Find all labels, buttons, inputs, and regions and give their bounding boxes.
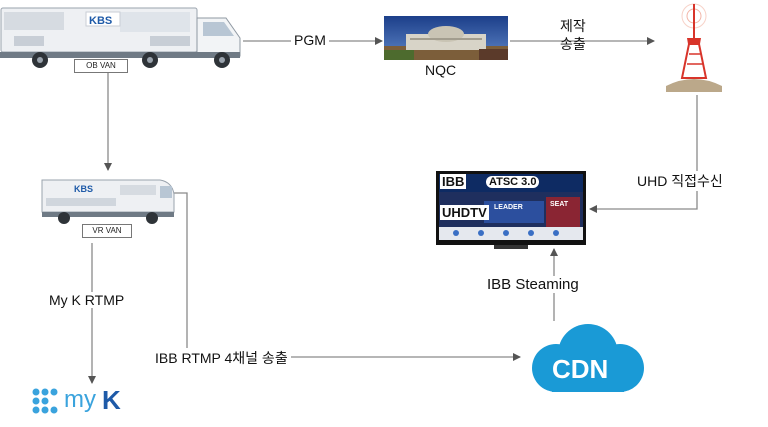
cdn-node: CDN	[522, 322, 652, 400]
myk-logo: my K	[30, 384, 140, 418]
tv-uhdtv-badge: UHDTV	[440, 205, 489, 220]
ob-van-logo: KBS	[89, 15, 113, 27]
tv-ibb-badge: IBB	[440, 174, 467, 189]
edge-ibb-rtmp	[172, 192, 521, 361]
nqc-node	[384, 16, 508, 60]
tv-atsc-badge: ATSC 3.0	[486, 176, 540, 188]
nqc-building-icon	[384, 16, 508, 60]
ob-van-truck-icon	[0, 7, 241, 68]
transmission-tower-icon	[666, 3, 722, 92]
vr-van-tag: VR VAN	[82, 224, 132, 238]
edge-uhd-direct	[589, 95, 698, 213]
nqc-label: NQC	[425, 62, 457, 78]
ibb-rtmp-label: IBB RTMP 4채널 송출	[152, 348, 291, 368]
myk-text-my: my	[64, 386, 96, 413]
ibb-streaming-label: IBB Steaming	[484, 276, 582, 293]
myk-text-k: K	[102, 385, 121, 415]
uhdtv-node: IBB ATSC 3.0 LEADER SEAT UHDTV	[436, 171, 586, 251]
tv-leader-text: LEADER	[494, 204, 523, 211]
vr-van-truck-icon	[41, 179, 175, 224]
ob-van: KBS OB VAN	[0, 2, 245, 74]
uhd-direct-label: UHD 직접수신	[634, 171, 726, 191]
cdn-label: CDN	[552, 354, 609, 384]
pgm-label: PGM	[291, 32, 329, 48]
cloud-icon	[532, 324, 644, 392]
produce-label-2: 송출	[560, 36, 586, 52]
tower-node	[656, 2, 728, 96]
produce-label-1: 제작	[560, 18, 586, 34]
vr-van-logo: KBS	[74, 184, 94, 194]
myk-rtmp-label: My K RTMP	[46, 292, 128, 308]
myk-dots-icon	[32, 388, 58, 414]
vr-van: KBS VR VAN	[40, 172, 176, 238]
ob-van-tag: OB VAN	[74, 59, 128, 73]
tv-seat-text: SEAT	[550, 201, 569, 208]
